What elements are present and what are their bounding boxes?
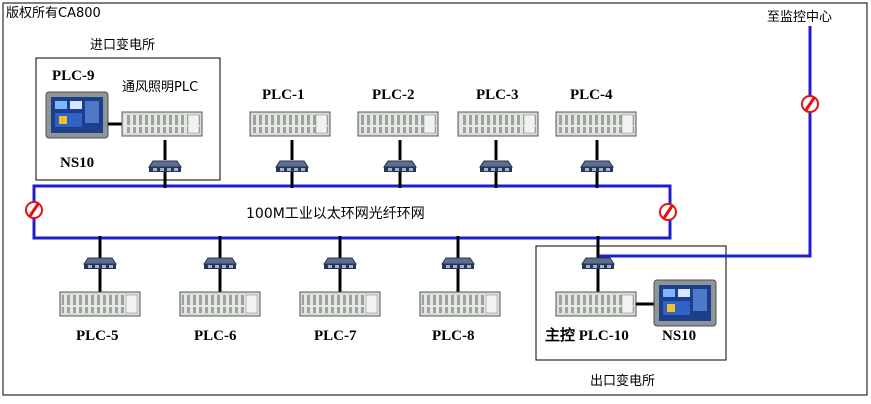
outer-frame — [2, 2, 868, 396]
plc-6-unit — [179, 291, 261, 317]
plc-7-label: PLC-7 — [314, 328, 357, 344]
inlet-switch — [148, 160, 182, 172]
copyright-text: 版权所有CA800 — [6, 6, 101, 21]
inlet-substation-box — [35, 57, 221, 181]
plc-10-unit — [555, 291, 637, 317]
plc-2-unit — [357, 111, 439, 137]
monitoring-center-label: 至监控中心 — [767, 10, 833, 25]
plc-8-switch — [441, 257, 475, 269]
plc-9-label: PLC-9 — [52, 68, 95, 84]
plc-10-switch — [581, 257, 615, 269]
plc-1-label: PLC-1 — [262, 87, 305, 103]
outlet-hmi-screen — [653, 279, 717, 327]
vent-plc-label: 通风照明PLC — [122, 80, 199, 95]
plc-6-label: PLC-6 — [194, 328, 237, 344]
inlet-hmi-screen — [45, 91, 109, 139]
ring-connector-right — [659, 203, 677, 221]
monitoring-link-connector — [801, 95, 819, 113]
plc-5-switch — [83, 257, 117, 269]
inlet-hmi-label: NS10 — [60, 155, 95, 171]
plc-3-label: PLC-3 — [476, 87, 519, 103]
plc-8-unit — [419, 291, 501, 317]
plc-1-unit — [249, 111, 331, 137]
plc-1-switch — [275, 160, 309, 172]
plc-4-unit — [555, 111, 637, 137]
plc-10-label: 主控 PLC-10 — [545, 328, 629, 344]
plc-2-switch — [383, 160, 417, 172]
ring-connector-left — [25, 201, 43, 219]
plc-5-label: PLC-5 — [76, 328, 119, 344]
plc-6-switch — [203, 257, 237, 269]
vent-plc-unit — [121, 111, 203, 137]
plc-8-label: PLC-8 — [432, 328, 475, 344]
outlet-hmi-label: NS10 — [662, 328, 697, 344]
outlet-substation-title: 出口变电所 — [590, 374, 656, 389]
monitoring-link — [598, 26, 812, 258]
plc-2-label: PLC-2 — [372, 87, 415, 103]
device-drops — [98, 140, 600, 292]
plc-3-switch — [479, 160, 513, 172]
plc-4-label: PLC-4 — [570, 87, 613, 103]
plc-3-unit — [457, 111, 539, 137]
plc-7-unit — [299, 291, 381, 317]
outlet-substation-box — [535, 245, 727, 361]
plc-7-switch — [323, 257, 357, 269]
plc-4-switch — [580, 160, 614, 172]
plc-5-unit — [59, 291, 141, 317]
devices — [25, 91, 819, 327]
ring-network-label: 100M工业以太环网光纤环网 — [246, 206, 425, 222]
inlet-substation-title: 进口变电所 — [90, 38, 156, 53]
